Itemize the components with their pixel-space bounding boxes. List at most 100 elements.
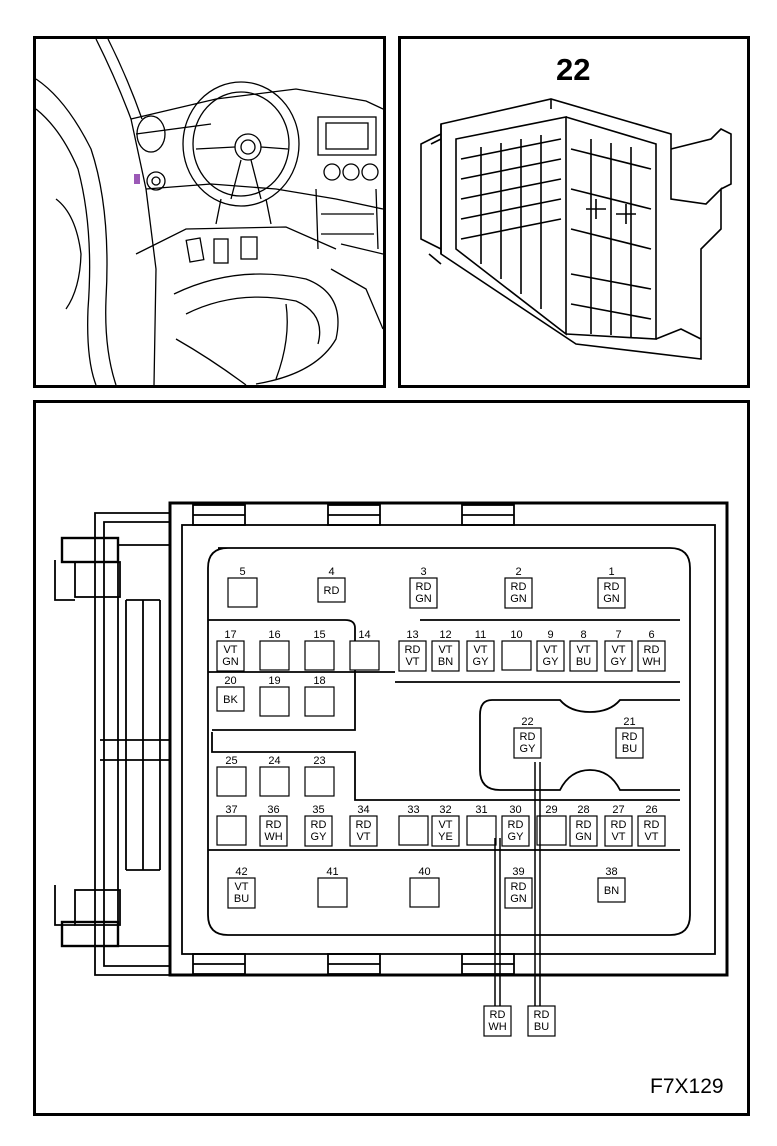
pin-number: 1: [608, 566, 614, 578]
pin-cavity: [409, 877, 440, 908]
wire-color-code: RD: [644, 819, 660, 831]
pin-number: 5: [239, 566, 245, 578]
wire-color-code: GY: [543, 656, 560, 668]
pin-cavity: [216, 815, 247, 846]
wire-color-code: GY: [611, 656, 628, 668]
pin-25: 25: [216, 755, 247, 797]
pin-41: 41: [317, 866, 348, 908]
pin-number: 24: [268, 755, 280, 767]
pin-number: 39: [512, 866, 524, 878]
pin-number: 23: [313, 755, 325, 767]
wire-color-code: RD: [311, 819, 327, 831]
wire-color-code: GN: [510, 593, 527, 605]
pin-number: 25: [225, 755, 237, 767]
wire-color-code: RD: [405, 644, 421, 656]
pin-number: 20: [224, 675, 236, 687]
pin-cavity: [431, 640, 460, 672]
pin-cavity: [597, 577, 626, 609]
figure-code: F7X129: [650, 1075, 724, 1098]
pin-number: 9: [547, 629, 553, 641]
pin-cavity: [227, 877, 256, 909]
wire-color-code: BK: [223, 694, 238, 706]
pin-number: 14: [358, 629, 370, 641]
pin-number: 10: [510, 629, 522, 641]
wire-color-code: VT: [473, 644, 487, 656]
pin-number: 38: [605, 866, 617, 878]
pin-number: 33: [407, 804, 419, 816]
wire-color-code: RD: [356, 819, 372, 831]
pin-10: 10: [501, 629, 532, 671]
wire-color-code: VT: [576, 644, 590, 656]
pin-number: 31: [475, 804, 487, 816]
wire-color-code: RD: [534, 1009, 550, 1021]
connector-housing: [168, 501, 729, 977]
pin-cavity: [349, 815, 378, 847]
pin-cavity: [409, 577, 438, 609]
wire-color-code: GN: [415, 593, 432, 605]
pin-number: 26: [645, 804, 657, 816]
pin-number: 22: [521, 716, 533, 728]
pin-cavity: [216, 686, 245, 712]
pin-cavity: [398, 640, 427, 672]
wire-color-code: VT: [223, 644, 237, 656]
pin-14: 14: [349, 629, 380, 671]
pin-cavity: [304, 640, 335, 671]
connector-location-marker: [134, 174, 140, 184]
pin-number: 2: [515, 566, 521, 578]
wire-color-code: VT: [438, 819, 452, 831]
wire-color-code: GN: [222, 656, 239, 668]
pin-cavity: [604, 815, 633, 847]
wire-color-code: WH: [488, 1021, 506, 1033]
pin-cavity: [597, 877, 626, 903]
pin-cavity: [304, 686, 335, 717]
wire-color-code: RD: [511, 881, 527, 893]
pin-number: 34: [357, 804, 369, 816]
pin-cavity: [604, 640, 633, 672]
pin-number: 42: [235, 866, 247, 878]
pin-number: 16: [268, 629, 280, 641]
wire-color-code: RD: [324, 585, 340, 597]
pin-cavity: [259, 815, 288, 847]
pin-cavity: [227, 577, 258, 608]
wire-color-code: VT: [234, 881, 248, 893]
wire-color-code: WH: [264, 831, 282, 843]
wire-color-code: GN: [603, 593, 620, 605]
wire-color-code: RD: [266, 819, 282, 831]
pin-29: 29: [536, 804, 567, 846]
pin-cavity: [259, 766, 290, 797]
pin-number: 17: [224, 629, 236, 641]
pin-number: 4: [328, 566, 334, 578]
pin-number: 41: [326, 866, 338, 878]
wire-color-code: GY: [508, 831, 525, 843]
pin-cavity: [259, 640, 290, 671]
wire-color-code: VT: [405, 656, 419, 668]
wire-color-code: RD: [622, 731, 638, 743]
pin-cavity: [569, 815, 598, 847]
pin-number: 19: [268, 675, 280, 687]
pin-cavity: [466, 815, 497, 846]
pin-19: 19: [259, 675, 290, 717]
pin-37: 37: [216, 804, 247, 846]
pin-cavity: [504, 877, 533, 909]
pin-cavity: [216, 766, 247, 797]
wire-color-code: RD: [604, 581, 620, 593]
wire-color-code: RD: [490, 1009, 506, 1021]
pin-cavity: [501, 640, 532, 671]
pin-cavity: [615, 727, 644, 759]
wire-color-code: RD: [511, 581, 527, 593]
pin-number: 28: [577, 804, 589, 816]
wire-color-code: GY: [473, 656, 490, 668]
